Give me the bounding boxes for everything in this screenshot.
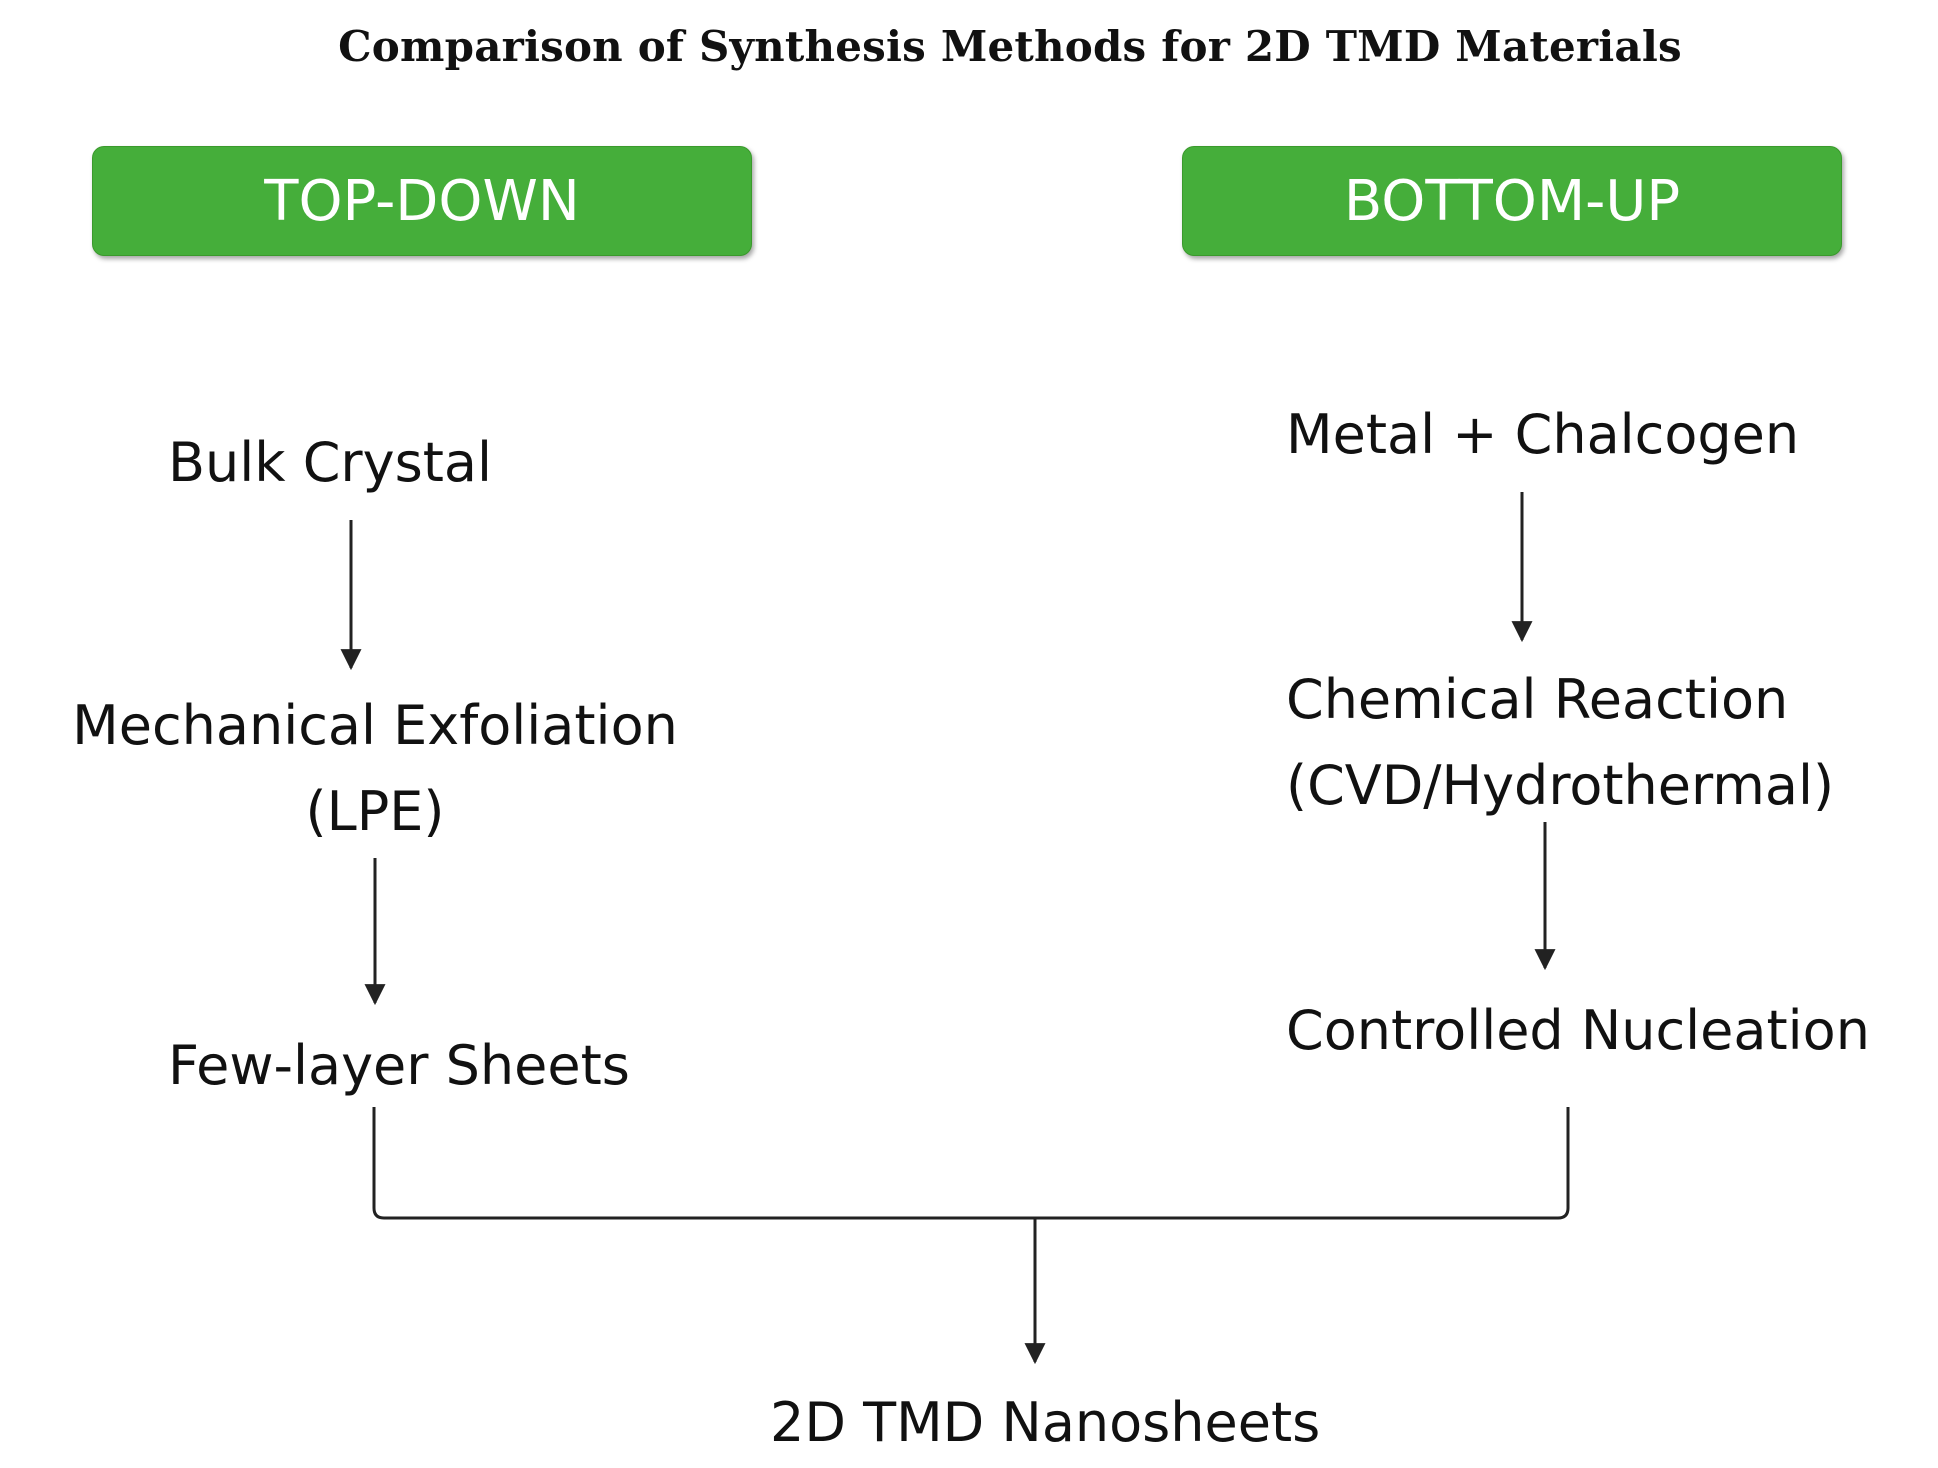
node-2d-tmd-nanosheets: 2D TMD Nanosheets — [770, 1391, 1321, 1454]
node-reaction-line1: Chemical Reaction — [1286, 668, 1789, 731]
node-reaction-line2: (CVD/Hydrothermal) — [1286, 754, 1835, 817]
node-bulk-crystal: Bulk Crystal — [168, 431, 492, 494]
node-chemical-reaction: Chemical Reaction (CVD/Hydrothermal) — [1286, 657, 1834, 829]
bottom-up-header: BOTTOM-UP — [1182, 146, 1842, 256]
node-exfoliation-line1: Mechanical Exfoliation — [72, 694, 678, 757]
node-mechanical-exfoliation: Mechanical Exfoliation (LPE) — [30, 683, 720, 855]
node-few-layer-sheets: Few-layer Sheets — [168, 1034, 630, 1097]
bracket-merge-line — [372, 1107, 1570, 1220]
top-down-header: TOP-DOWN — [92, 146, 752, 256]
diagram-title: Comparison of Synthesis Methods for 2D T… — [338, 22, 1682, 71]
top-down-header-label: TOP-DOWN — [264, 168, 580, 234]
node-metal-chalcogen: Metal + Chalcogen — [1286, 403, 1800, 466]
node-controlled-nucleation: Controlled Nucleation — [1286, 999, 1870, 1062]
bottom-up-header-label: BOTTOM-UP — [1343, 168, 1681, 234]
node-exfoliation-line2: (LPE) — [305, 780, 445, 843]
